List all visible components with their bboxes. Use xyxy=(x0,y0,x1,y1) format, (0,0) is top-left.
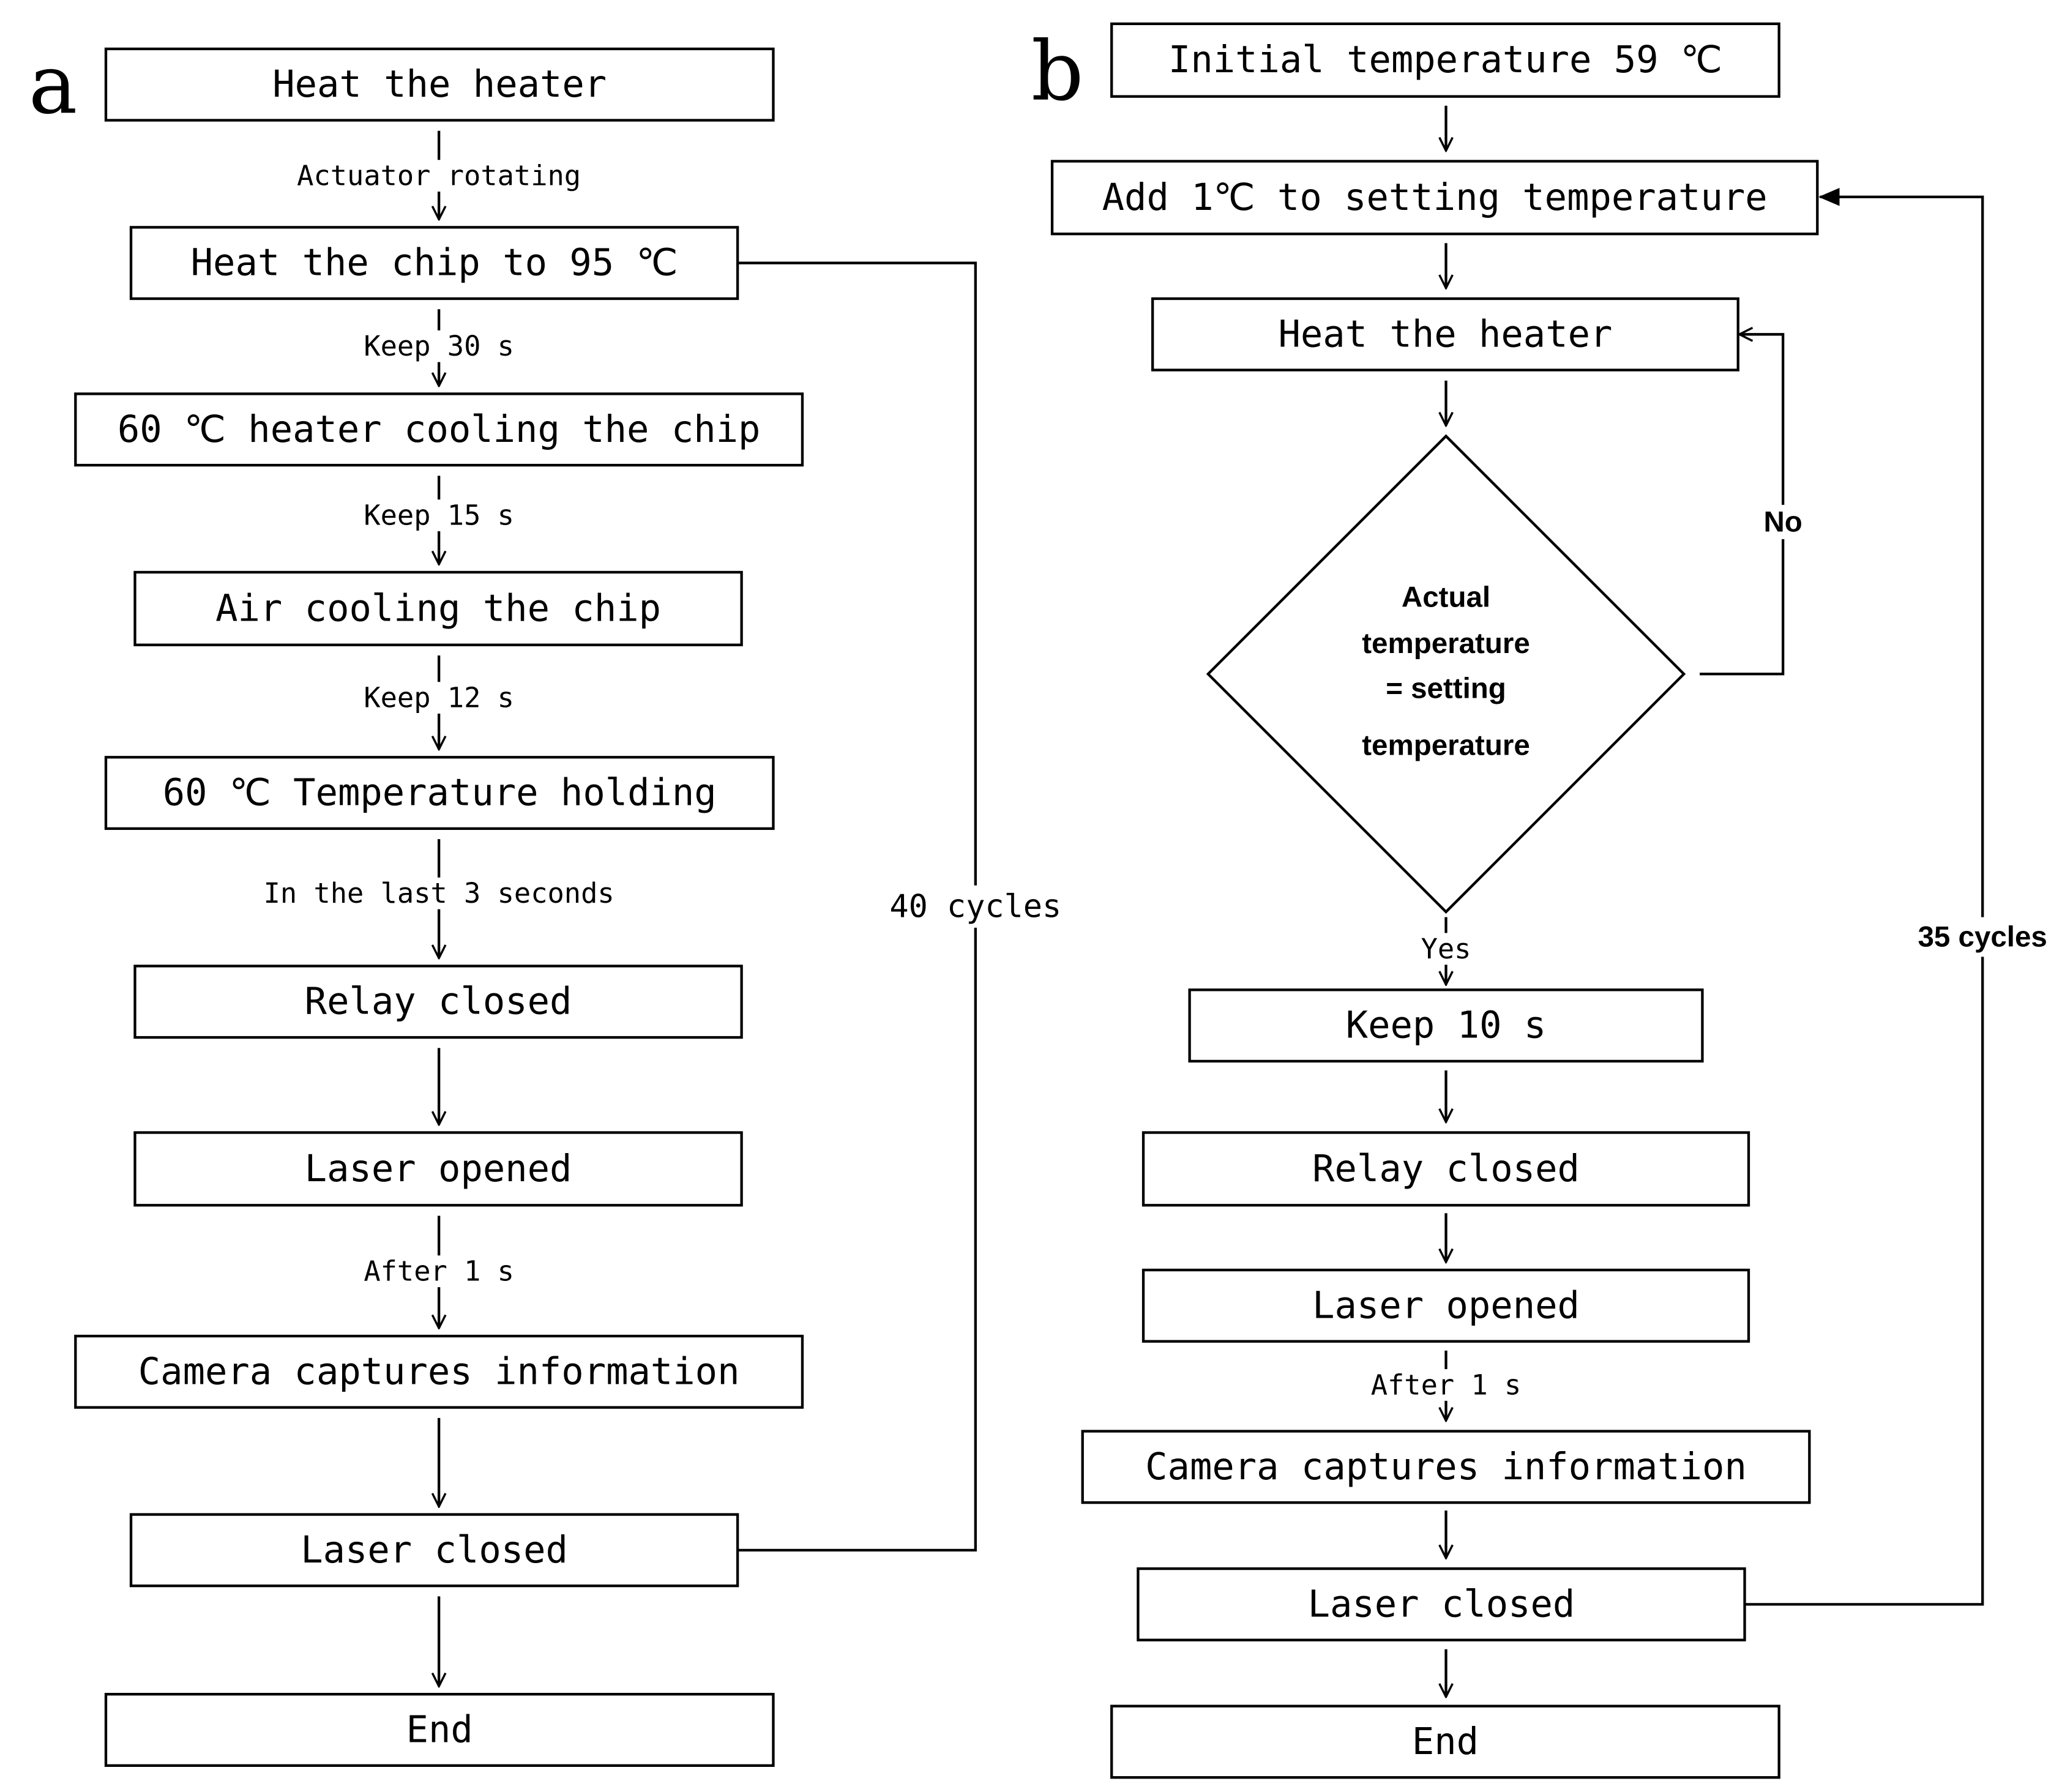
process-box xyxy=(129,226,739,301)
label-bg xyxy=(1755,504,1811,539)
cycle-loop-connector xyxy=(1744,187,1984,1606)
arrow-label: Keep 12 s xyxy=(364,682,514,714)
label-bg xyxy=(356,499,523,532)
decision-label: = setting xyxy=(1386,672,1506,704)
process-box xyxy=(1151,297,1739,371)
process-box xyxy=(74,392,804,467)
arrow-label: After 1 s xyxy=(364,1255,514,1288)
process-box-label: 60 ℃ heater cooling the chip xyxy=(118,408,761,451)
arrow-label: Actuator rotating xyxy=(297,160,581,192)
process-box xyxy=(104,1693,775,1767)
label-bg xyxy=(1359,1369,1536,1401)
process-box-label: Laser closed xyxy=(1308,1583,1575,1626)
decision-label: temperature xyxy=(1362,729,1530,761)
process-box-label: Laser closed xyxy=(301,1529,568,1572)
process-box-label: Laser opened xyxy=(1312,1284,1580,1327)
process-box-label: End xyxy=(406,1709,473,1752)
process-box-label: Air cooling the chip xyxy=(215,587,661,630)
process-box xyxy=(1141,1268,1750,1343)
process-box-label: Heat the chip to 95 ℃ xyxy=(191,242,678,285)
process-box xyxy=(104,47,775,122)
process-box-label: Camera captures information xyxy=(1145,1446,1747,1488)
process-box xyxy=(74,1334,804,1409)
process-box xyxy=(1050,160,1819,236)
label-bg xyxy=(244,877,633,909)
process-box xyxy=(1141,1131,1750,1207)
panel-a-label: a xyxy=(29,37,78,132)
process-box-label: Heat the heater xyxy=(1278,313,1612,356)
process-box xyxy=(1137,1567,1746,1641)
decision-diamond xyxy=(1206,434,1686,914)
yes-label: Yes xyxy=(1421,933,1471,965)
label-bg xyxy=(885,885,1066,928)
process-box xyxy=(1110,22,1780,98)
process-box-label: Relay closed xyxy=(305,980,572,1023)
loop-label: 40 cycles xyxy=(889,888,1061,925)
loop-label: 35 cycles xyxy=(1918,920,2047,953)
decision-label: Actual xyxy=(1402,581,1490,614)
process-box-label: Laser opened xyxy=(305,1148,572,1190)
process-box-label: Initial temperature 59 ℃ xyxy=(1168,39,1722,81)
process-box xyxy=(1081,1430,1811,1504)
process-box-label: Relay closed xyxy=(1312,1148,1580,1190)
no-loop-connector xyxy=(1700,334,1785,676)
process-box-label: End xyxy=(1412,1720,1479,1763)
panel-b-label: b xyxy=(1031,24,1084,119)
process-box-label: 60 ℃ Temperature holding xyxy=(163,772,717,815)
process-box xyxy=(133,1131,743,1207)
label-bg xyxy=(1417,933,1476,965)
process-box xyxy=(104,756,775,831)
process-box-label: Add 1℃ to setting temperature xyxy=(1102,176,1768,219)
process-box-label: Camera captures information xyxy=(138,1350,740,1393)
arrow-label: Keep 15 s xyxy=(364,499,514,532)
label-bg xyxy=(1911,917,2054,957)
process-box-label: Heat the heater xyxy=(272,63,607,106)
process-box xyxy=(133,965,743,1039)
decision-label: temperature xyxy=(1362,627,1530,660)
no-label: No xyxy=(1763,506,1802,538)
arrow-label: Keep 30 s xyxy=(364,330,514,362)
after-label: After 1 s xyxy=(1371,1368,1522,1401)
arrow-label: In the last 3 seconds xyxy=(264,877,614,909)
process-box-label: Keep 10 s xyxy=(1346,1004,1547,1047)
process-box xyxy=(1188,988,1704,1063)
process-box xyxy=(1110,1704,1780,1779)
label-bg xyxy=(356,682,523,714)
label-bg xyxy=(356,1255,523,1288)
label-bg xyxy=(356,330,523,362)
label-bg xyxy=(282,160,597,192)
panel-b: Initial temperature 59 ℃ Add 1℃ to settin… xyxy=(1050,22,2054,1779)
process-box xyxy=(133,570,743,646)
